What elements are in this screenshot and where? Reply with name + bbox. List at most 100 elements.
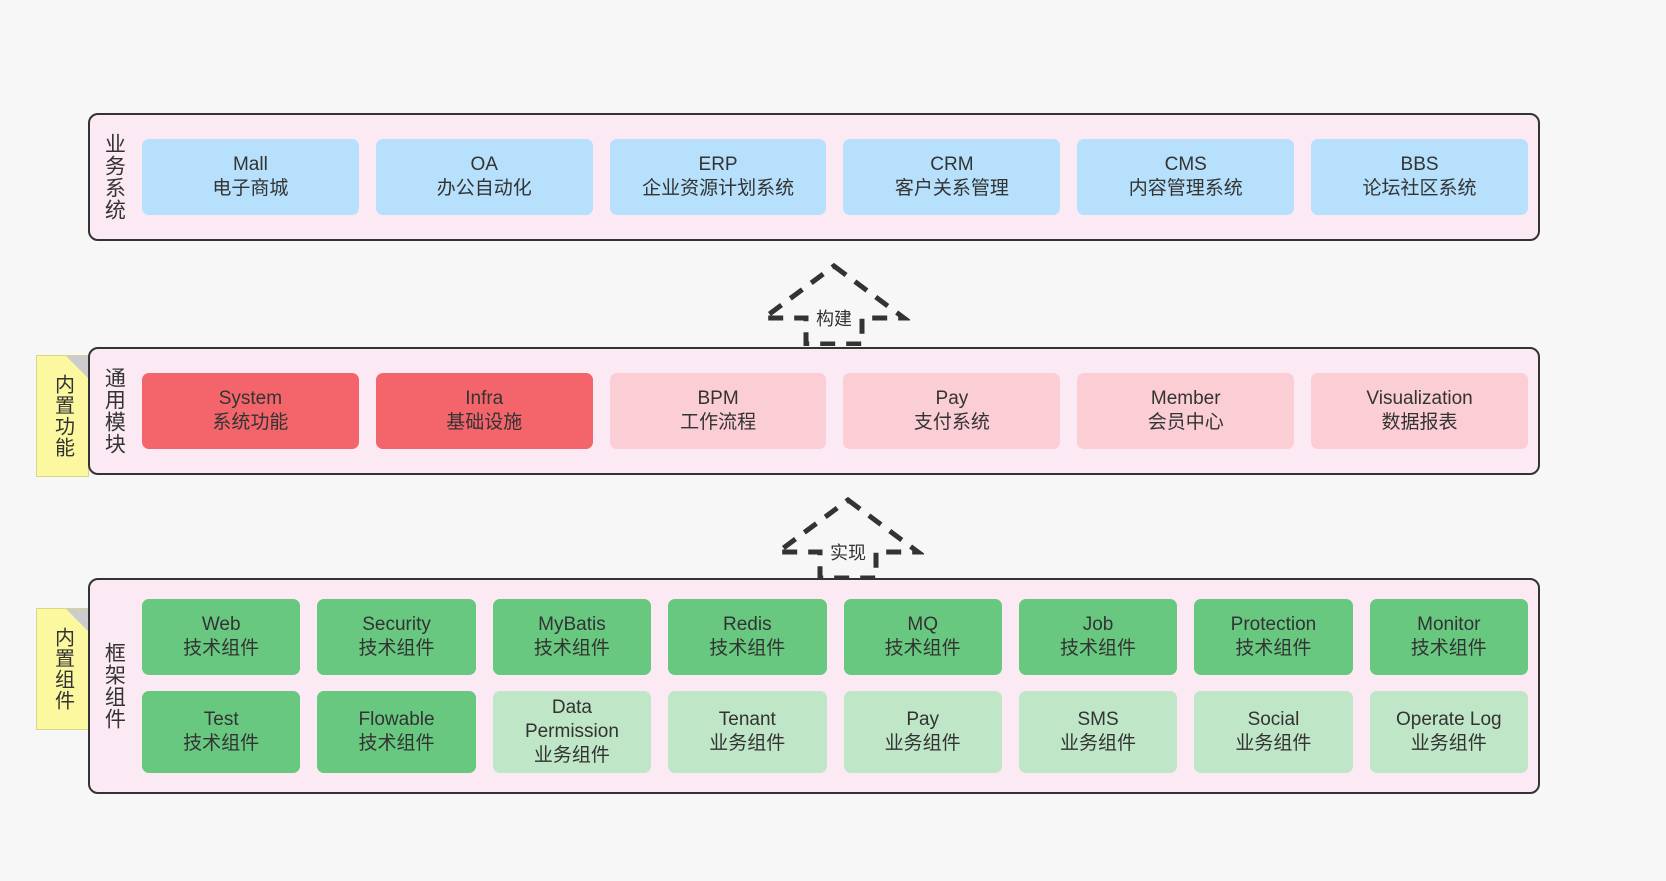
arrow-build: 构建 xyxy=(758,262,910,346)
card-erp[interactable]: ERP 企业资源计划系统 xyxy=(609,139,827,215)
card-title: Redis xyxy=(723,613,772,635)
card-title: CRM xyxy=(930,153,974,175)
card-subtitle: 业务组件 xyxy=(1235,733,1312,754)
card-title: Mall xyxy=(232,153,268,175)
card-subtitle: 技术组件 xyxy=(358,733,435,754)
card-subtitle: 业务组件 xyxy=(884,733,961,754)
card-title: Data Permission xyxy=(524,696,619,742)
card-visualization[interactable]: Visualization 数据报表 xyxy=(1311,373,1528,449)
card-title: Member xyxy=(1150,387,1221,409)
card-subtitle: 客户关系管理 xyxy=(894,178,1009,199)
card-title: Monitor xyxy=(1417,613,1481,635)
layer-title-common-modules: 通用模块 xyxy=(102,367,126,455)
sticky-note-label: 内置功能 xyxy=(51,374,74,458)
card-infra[interactable]: Infra 基础设施 xyxy=(375,373,593,449)
card-mybatis[interactable]: MyBatis 技术组件 xyxy=(492,599,652,675)
card-title: OA xyxy=(470,153,498,175)
card-data-permission[interactable]: Data Permission 业务组件 xyxy=(492,691,652,773)
card-subtitle: 基础设施 xyxy=(446,412,523,433)
card-subtitle: 业务组件 xyxy=(1060,733,1137,754)
card-title: Test xyxy=(203,708,239,730)
card-title: System xyxy=(218,387,283,409)
card-subtitle: 工作流程 xyxy=(680,412,757,433)
card-subtitle: 技术组件 xyxy=(884,638,961,659)
card-subtitle: 会员中心 xyxy=(1147,412,1224,433)
layer-title-business-systems: 业务系统 xyxy=(102,133,126,221)
layer-body-common-modules: System 系统功能 Infra 基础设施 BPM 工作流程 Pay 支付系统… xyxy=(136,349,1538,473)
card-row: Web 技术组件 Security 技术组件 MyBatis 技术组件 Redi… xyxy=(142,599,1528,675)
card-subtitle: 业务组件 xyxy=(1410,733,1487,754)
card-bbs[interactable]: BBS 论坛社区系统 xyxy=(1311,139,1528,215)
layer-title-framework-components: 框架组件 xyxy=(102,642,126,730)
card-cms[interactable]: CMS 内容管理系统 xyxy=(1077,139,1295,215)
card-bpm[interactable]: BPM 工作流程 xyxy=(609,373,827,449)
card-crm[interactable]: CRM 客户关系管理 xyxy=(843,139,1061,215)
card-row: System 系统功能 Infra 基础设施 BPM 工作流程 Pay 支付系统… xyxy=(142,373,1528,449)
card-title: BPM xyxy=(697,387,739,409)
card-web[interactable]: Web 技术组件 xyxy=(142,599,301,675)
card-title: Web xyxy=(201,613,241,635)
card-title: Job xyxy=(1082,613,1114,635)
card-title: Flowable xyxy=(358,708,435,730)
arrow-implement: 实现 xyxy=(772,496,924,580)
folded-corner-icon xyxy=(66,609,88,631)
card-subtitle: 业务组件 xyxy=(709,733,786,754)
layer-business-systems: 业务系统 Mall 电子商城 OA 办公自动化 ERP 企业资源计划系统 CRM… xyxy=(88,113,1540,241)
card-social[interactable]: Social 业务组件 xyxy=(1194,691,1353,773)
card-subtitle: 技术组件 xyxy=(183,733,260,754)
card-subtitle: 技术组件 xyxy=(1060,638,1137,659)
sticky-note-label: 内置组件 xyxy=(51,627,74,711)
card-title: MQ xyxy=(907,613,938,635)
card-subtitle: 内容管理系统 xyxy=(1128,178,1243,199)
card-subtitle: 企业资源计划系统 xyxy=(642,178,795,199)
folded-corner-icon xyxy=(66,356,88,378)
card-subtitle: 技术组件 xyxy=(533,638,610,659)
card-operate-log[interactable]: Operate Log 业务组件 xyxy=(1369,691,1528,773)
card-title: Operate Log xyxy=(1395,708,1502,730)
card-subtitle: 论坛社区系统 xyxy=(1362,178,1477,199)
card-subtitle: 技术组件 xyxy=(1410,638,1487,659)
card-title: Tenant xyxy=(718,708,776,730)
card-protection[interactable]: Protection 技术组件 xyxy=(1194,599,1353,675)
card-subtitle: 技术组件 xyxy=(358,638,435,659)
card-subtitle: 办公自动化 xyxy=(436,178,532,199)
card-title: CMS xyxy=(1164,153,1207,175)
card-subtitle: 电子商城 xyxy=(212,178,289,199)
card-tenant[interactable]: Tenant 业务组件 xyxy=(668,691,827,773)
card-monitor[interactable]: Monitor 技术组件 xyxy=(1369,599,1528,675)
card-flowable[interactable]: Flowable 技术组件 xyxy=(317,691,476,773)
card-test[interactable]: Test 技术组件 xyxy=(142,691,301,773)
layer-common-modules: 通用模块 System 系统功能 Infra 基础设施 BPM 工作流程 Pay… xyxy=(88,347,1540,475)
card-redis[interactable]: Redis 技术组件 xyxy=(668,599,827,675)
layer-body-framework-components: Web 技术组件 Security 技术组件 MyBatis 技术组件 Redi… xyxy=(136,580,1538,792)
card-pay-component[interactable]: Pay 业务组件 xyxy=(843,691,1002,773)
card-sms[interactable]: SMS 业务组件 xyxy=(1018,691,1178,773)
layer-framework-components: 框架组件 Web 技术组件 Security 技术组件 MyBatis 技术组件… xyxy=(88,578,1540,794)
card-subtitle: 支付系统 xyxy=(913,412,990,433)
card-title: Protection xyxy=(1230,613,1317,635)
card-row: Mall 电子商城 OA 办公自动化 ERP 企业资源计划系统 CRM 客户关系… xyxy=(142,139,1528,215)
card-mall[interactable]: Mall 电子商城 xyxy=(142,139,359,215)
card-job[interactable]: Job 技术组件 xyxy=(1018,599,1178,675)
card-oa[interactable]: OA 办公自动化 xyxy=(375,139,593,215)
card-subtitle: 系统功能 xyxy=(212,412,289,433)
card-member[interactable]: Member 会员中心 xyxy=(1077,373,1295,449)
card-mq[interactable]: MQ 技术组件 xyxy=(843,599,1002,675)
card-system[interactable]: System 系统功能 xyxy=(142,373,359,449)
card-title: MyBatis xyxy=(538,613,606,635)
card-subtitle: 数据报表 xyxy=(1381,412,1458,433)
card-subtitle: 业务组件 xyxy=(533,745,610,767)
card-subtitle: 技术组件 xyxy=(1235,638,1312,659)
sticky-note-builtin-features: 内置功能 xyxy=(36,355,89,477)
sticky-note-builtin-components: 内置组件 xyxy=(36,608,89,730)
card-title: Pay xyxy=(906,708,940,730)
card-title: Infra xyxy=(465,387,504,409)
card-subtitle: 技术组件 xyxy=(183,638,260,659)
card-title: ERP xyxy=(698,153,738,175)
card-pay[interactable]: Pay 支付系统 xyxy=(843,373,1061,449)
card-title: Security xyxy=(362,613,431,635)
layer-body-business-systems: Mall 电子商城 OA 办公自动化 ERP 企业资源计划系统 CRM 客户关系… xyxy=(136,115,1538,239)
card-subtitle: 技术组件 xyxy=(709,638,786,659)
card-security[interactable]: Security 技术组件 xyxy=(317,599,476,675)
